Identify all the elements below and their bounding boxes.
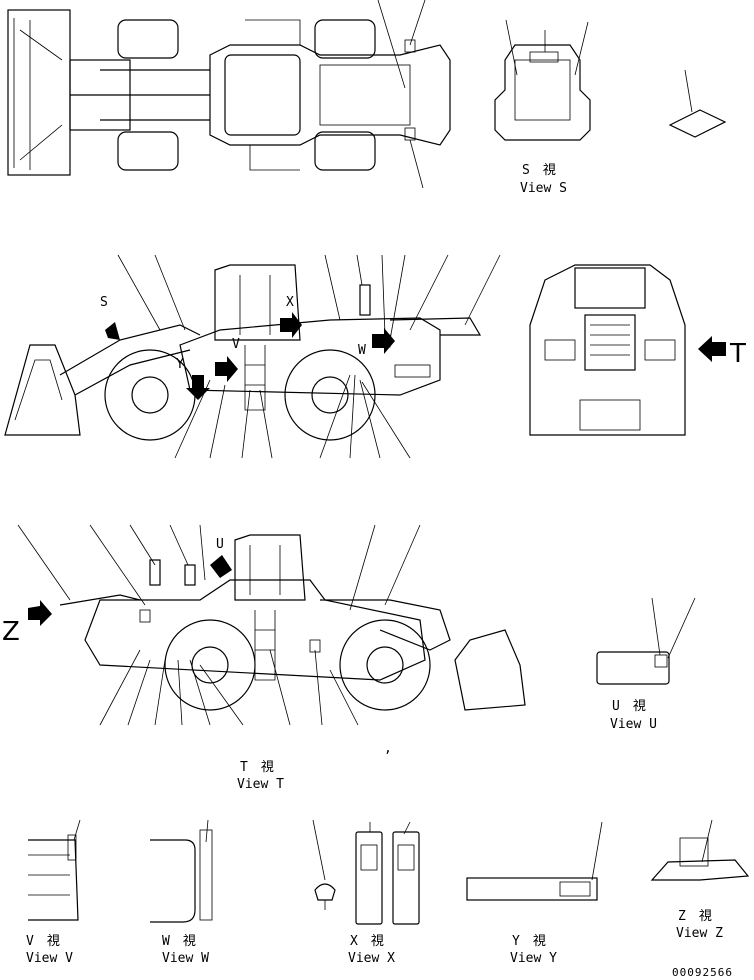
view-t-jp-label: T 視 — [240, 760, 274, 775]
document-number: 00092566 — [672, 966, 733, 979]
view-v-figure: V 視 View V — [26, 819, 81, 966]
view-u-jp-label: U 視 — [612, 699, 646, 714]
top-plan-view — [7, 0, 451, 189]
arrow-letter-s: S — [100, 295, 108, 310]
stray-mark: , — [384, 741, 392, 756]
arrow-letter-y: Y — [176, 357, 184, 372]
view-y-jp-label: Y 視 — [512, 934, 546, 949]
view-w-en-label: View W — [162, 951, 209, 966]
label-plate-topright — [668, 69, 727, 138]
view-u-en-label: View U — [610, 717, 657, 732]
view-x-en-label: View X — [348, 951, 395, 966]
view-y-figure: Y 視 View Y — [466, 821, 603, 966]
view-x-figure: X 視 View X — [312, 819, 420, 966]
arrow-letter-t: T — [729, 339, 746, 369]
view-u-figure: U 視 View U — [596, 597, 696, 732]
view-z-jp-label: Z 視 — [678, 909, 712, 924]
view-w-jp-label: W 視 — [162, 934, 196, 949]
view-v-jp-label: V 視 — [26, 934, 60, 949]
view-s-figure: S 視 View S — [494, 19, 591, 196]
view-w-figure: W 視 View W — [150, 819, 213, 966]
view-t-en-label: View T — [237, 777, 284, 792]
arrow-letter-w: W — [358, 343, 366, 358]
view-v-en-label: View V — [26, 951, 73, 966]
arrow-letter-x: X — [286, 295, 294, 310]
arrow-letter-z: Z — [2, 617, 20, 647]
arrow-letter-u: U — [216, 537, 224, 552]
view-z-figure: Z 視 View Z — [650, 819, 750, 941]
view-s-jp-label: S 視 — [522, 163, 556, 178]
right-side-view: Z U , T 視 View T — [2, 524, 526, 792]
view-s-en-label: View S — [520, 181, 567, 196]
view-x-jp-label: X 視 — [350, 934, 384, 949]
view-y-en-label: View Y — [510, 951, 557, 966]
rear-view: T — [529, 264, 746, 436]
arrow-letter-v: V — [232, 337, 240, 352]
view-z-en-label: View Z — [676, 926, 723, 941]
left-side-view: S X Y W V — [4, 254, 501, 459]
